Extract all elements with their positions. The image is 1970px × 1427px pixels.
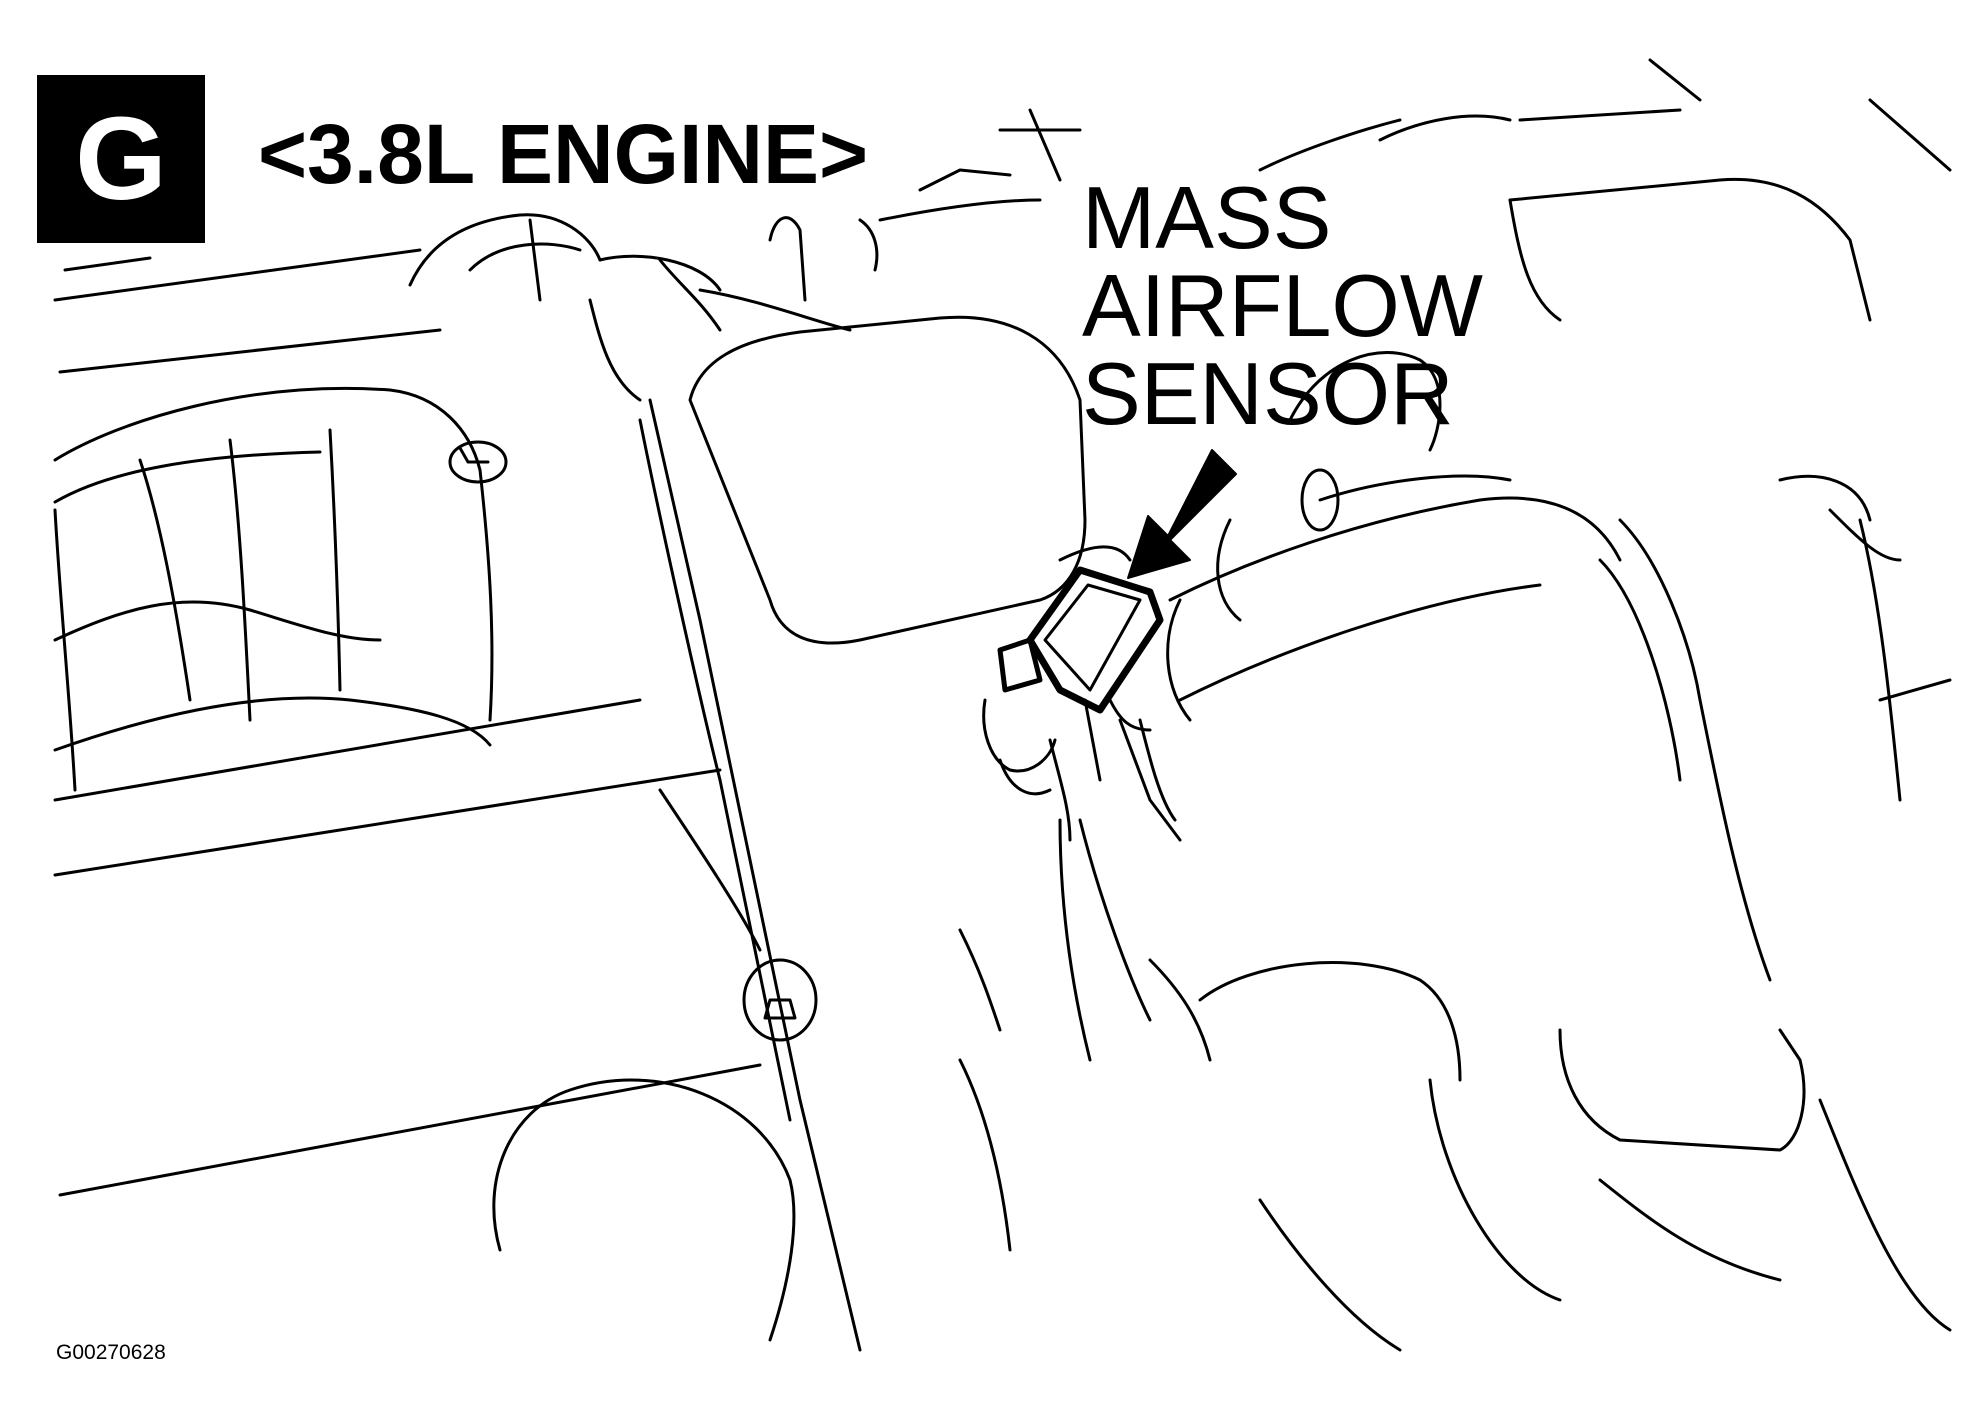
callout-line-1: MASS (1082, 168, 1332, 267)
callout-arrow (1127, 449, 1237, 579)
intake-manifold-cover (53, 248, 762, 1197)
callout-line-3: SENSOR (1082, 344, 1454, 443)
section-badge-letter: G (75, 93, 167, 225)
component-callout-label: MASS AIRFLOW SENSOR (1082, 174, 1483, 438)
mass-airflow-sensor (982, 566, 1182, 842)
callout-line-2: AIRFLOW (1082, 256, 1483, 355)
intake-hoses (408, 108, 1082, 402)
section-badge: G (37, 75, 205, 243)
lower-engine-parts (492, 718, 1782, 1352)
right-engine-components (1258, 58, 1952, 1332)
figure-id: G00270628 (56, 1341, 166, 1364)
air-cleaner-box (638, 315, 1132, 1352)
throttle-body (1166, 351, 1622, 722)
engine-title: <3.8L ENGINE> (258, 107, 869, 201)
